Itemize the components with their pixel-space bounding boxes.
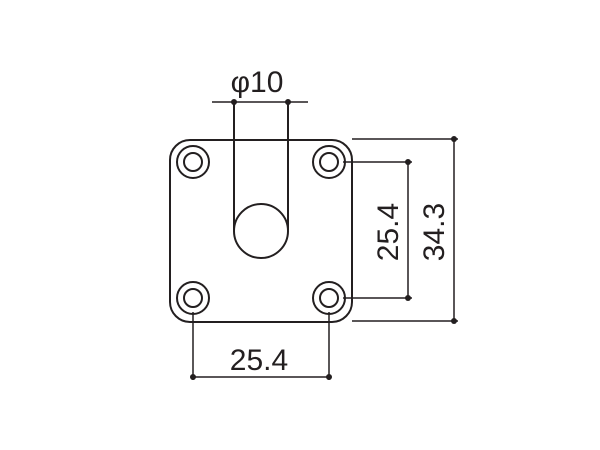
vertical-spacing-dot-bottom <box>405 295 411 301</box>
vertical-spacing-label: 25.4 <box>372 203 405 261</box>
overall-height-label: 34.3 <box>418 203 451 261</box>
overall-height-dot-bottom <box>451 318 457 324</box>
mounting-hole-bottom-right <box>312 281 346 315</box>
mounting-hole-bottom-left <box>176 281 210 315</box>
vertical-spacing-dot-top <box>405 159 411 165</box>
plate-outline <box>169 139 353 323</box>
diameter-label: φ10 <box>231 66 284 99</box>
horizontal-spacing-label: 25.4 <box>230 344 288 377</box>
jack-hole <box>233 203 289 259</box>
horizontal-spacing-dot-right <box>326 374 332 380</box>
horizontal-spacing-dot-left <box>190 374 196 380</box>
mounting-hole-top-right <box>312 145 346 179</box>
overall-height-dot-top <box>451 136 457 142</box>
diameter-dot-right <box>285 99 291 105</box>
mounting-hole-top-left <box>176 145 210 179</box>
diameter-dot-left <box>231 99 237 105</box>
